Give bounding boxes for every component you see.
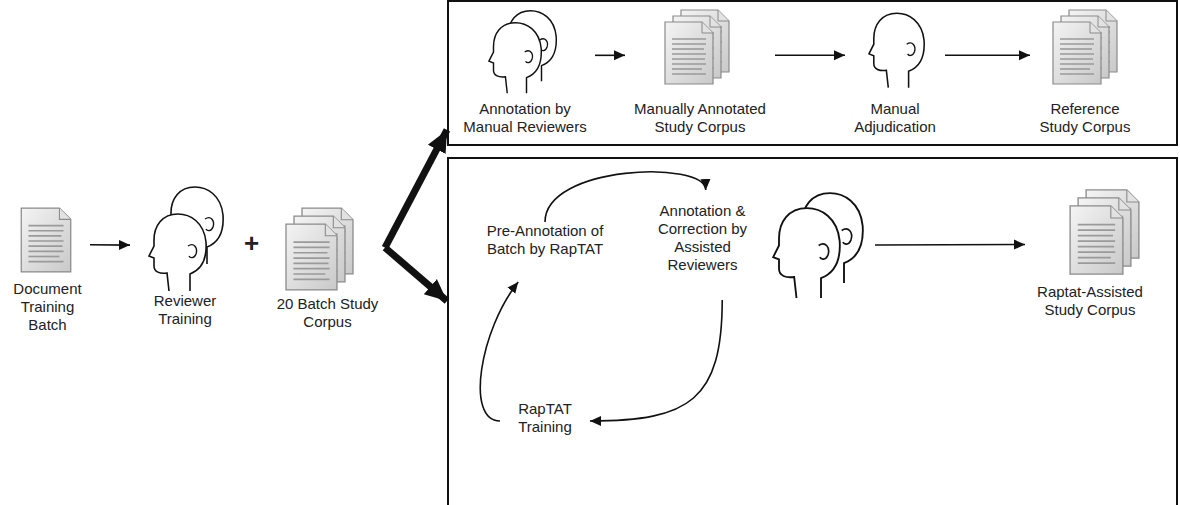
head-icon xyxy=(149,214,206,291)
document-icon xyxy=(286,224,337,290)
document-icon xyxy=(21,208,71,272)
icon-node: Annotation & Correction by Assisted Revi… xyxy=(640,190,875,300)
label-text: RapTAT Training xyxy=(500,400,590,436)
icon-node: Reference Study Corpus xyxy=(1030,5,1140,141)
icon-node: Document Training Batch xyxy=(5,200,90,340)
document-icon xyxy=(1053,22,1101,84)
panel-box: Pre-Annotation of Batch by RapTAT Annotat… xyxy=(447,157,1178,505)
head-icon xyxy=(773,208,840,298)
flow-arrow xyxy=(945,55,1030,57)
label-text: Annotation by Manual Reviewers xyxy=(455,100,595,136)
node-label: 20 Batch Study Corpus xyxy=(270,295,385,331)
node-label: Pre-Annotation of Batch by RapTAT xyxy=(478,222,612,258)
flow-arrow xyxy=(480,282,518,421)
label-text: Reviewer Training xyxy=(130,292,240,328)
icon-node: Reviewer Training xyxy=(130,180,240,335)
node-label: Annotation & Correction by Assisted Revi… xyxy=(640,202,765,274)
node-label: Manually Annotated Study Corpus xyxy=(625,100,775,136)
icon-node: Manual Adjudication xyxy=(845,5,945,141)
panel-box: Annotation by Manual Reviewers Manually A… xyxy=(447,0,1178,146)
icon-node: Annotation by Manual Reviewers xyxy=(455,5,595,141)
label-text: 20 Batch Study Corpus xyxy=(270,295,385,331)
icon-node: Manually Annotated Study Corpus xyxy=(625,5,775,141)
branch-arrow xyxy=(385,248,447,301)
head-icon xyxy=(489,23,541,94)
node-label: Document Training Batch xyxy=(5,280,90,334)
label-text: Document Training Batch xyxy=(5,280,90,334)
flow-arrow xyxy=(875,244,1025,246)
node-label: RapTAT Training xyxy=(500,400,590,436)
label-text: Manually Annotated Study Corpus xyxy=(625,100,775,136)
flow-arrow xyxy=(590,300,722,421)
label-text: Raptat-Assisted Study Corpus xyxy=(1025,283,1155,319)
node-label: Reference Study Corpus xyxy=(1030,100,1140,136)
label-text: Pre-Annotation of Batch by RapTAT xyxy=(478,222,612,258)
flow-arrow xyxy=(775,55,845,57)
head-icon xyxy=(869,13,924,87)
node-label: Raptat-Assisted Study Corpus xyxy=(1025,283,1155,319)
branch-arrow xyxy=(385,130,447,248)
flow-arrow xyxy=(595,55,625,57)
node-label: Reviewer Training xyxy=(130,292,240,328)
icon-node: RapTAT Training xyxy=(500,400,590,442)
label-text: Annotation & Correction by Assisted Revi… xyxy=(640,202,765,274)
node-label: Annotation by Manual Reviewers xyxy=(455,100,595,136)
node-label: Manual Adjudication xyxy=(845,100,945,136)
icon-node: Pre-Annotation of Batch by RapTAT xyxy=(478,222,612,282)
flow-arrow xyxy=(90,244,130,246)
document-icon xyxy=(1070,206,1123,274)
plus-sign: + xyxy=(244,228,259,259)
document-icon xyxy=(665,22,713,84)
icon-node: 20 Batch Study Corpus xyxy=(270,200,385,340)
label-text: Manual Adjudication xyxy=(845,100,945,136)
icon-node: Raptat-Assisted Study Corpus xyxy=(1025,180,1155,330)
label-text: Reference Study Corpus xyxy=(1030,100,1140,136)
